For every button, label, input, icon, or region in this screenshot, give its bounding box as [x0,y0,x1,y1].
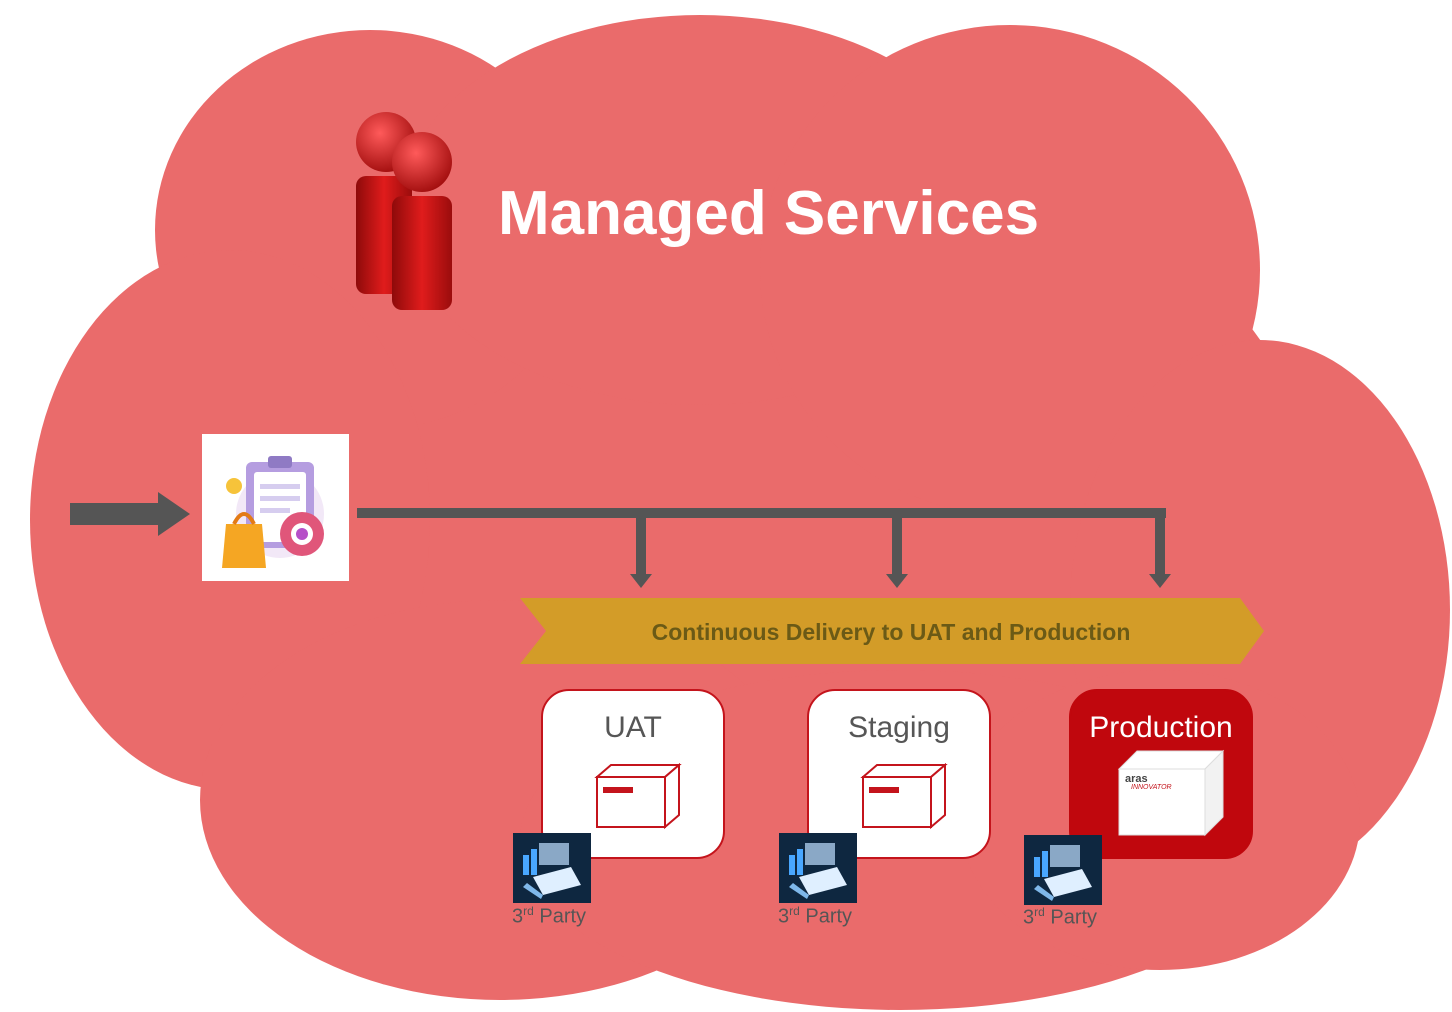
down-arrowheads [630,574,1171,588]
env-label: UAT [604,711,662,744]
server-box-icon: aras INNOVATOR [1115,749,1227,844]
third-party-label: 3rd Party [1023,905,1098,929]
delivery-banner [520,598,1264,664]
env-label: Staging [848,711,950,744]
server-box-icon [593,762,683,836]
people-icon [350,110,460,325]
arrow-right-icon [70,492,190,536]
diagram-title: Managed Services [498,179,1040,248]
server-box-icon [859,762,949,836]
env-card-uat: UAT [541,689,725,859]
env-label: Production [1089,711,1233,744]
distribution-line [357,508,1166,576]
analytics-laptop-icon [1024,835,1102,905]
third-party-label: 3rd Party [512,904,587,928]
banner-label: Continuous Delivery to UAT and Productio… [651,618,1131,645]
product-config-icon [202,434,349,581]
product-brand: aras [1125,773,1148,785]
third-party-label: 3rd Party [778,904,853,928]
env-card-staging: Staging [807,689,991,859]
analytics-laptop-icon [779,833,857,903]
analytics-laptop-icon [513,833,591,903]
env-card-production: Production aras INNOVATOR [1069,689,1253,859]
product-sub: INNOVATOR [1131,784,1172,791]
